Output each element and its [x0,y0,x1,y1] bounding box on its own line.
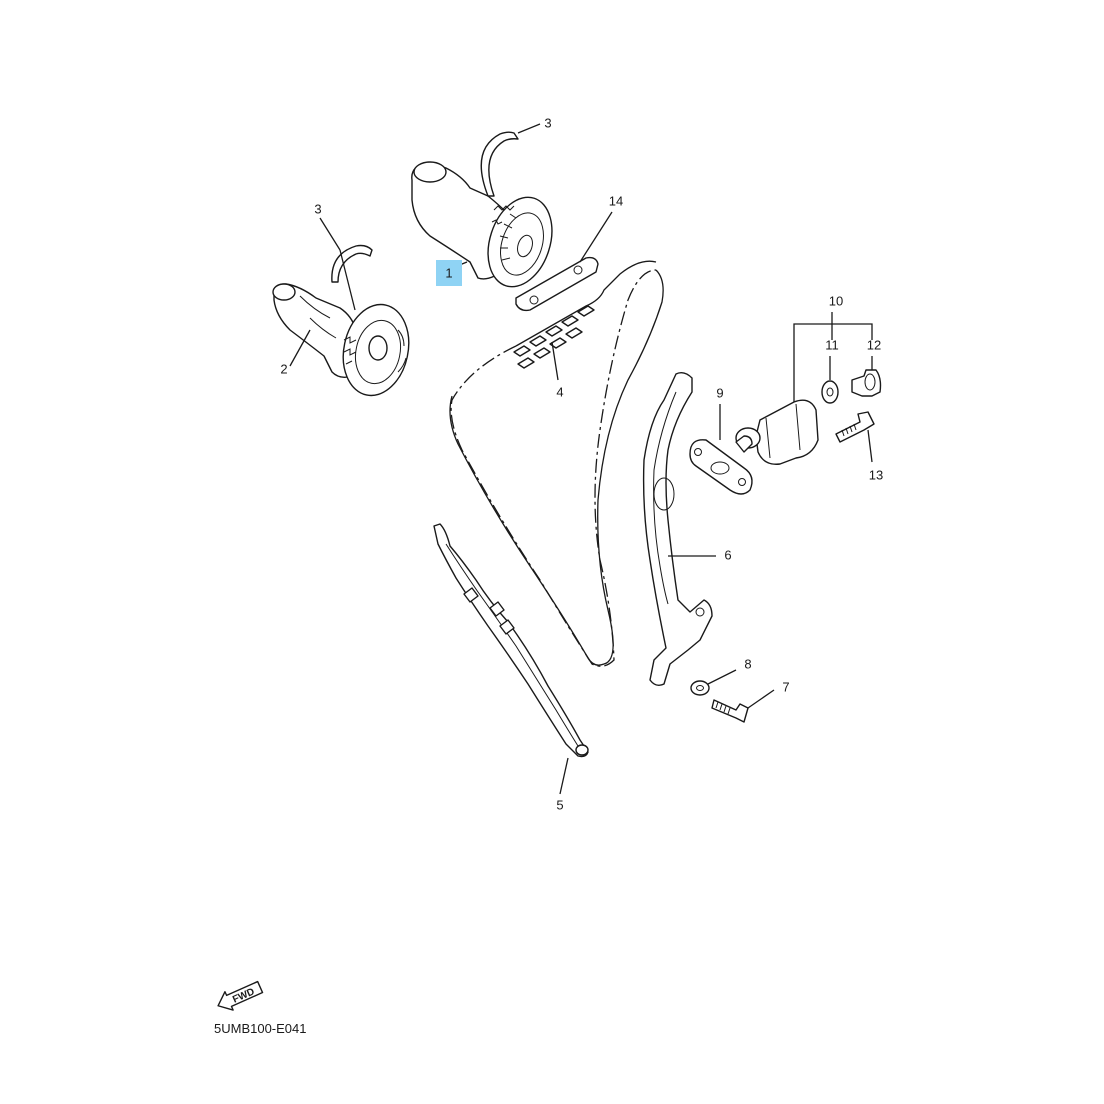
part-label-4[interactable]: 4 [556,384,563,399]
part-label-6[interactable]: 6 [724,547,731,562]
clip-3-upper[interactable] [480,131,519,197]
part-label-3-upper[interactable]: 3 [544,115,551,130]
washer-11[interactable] [821,380,839,404]
fwd-text: FWD [231,986,256,1005]
highlight-marker [436,260,462,286]
camshaft-2[interactable] [272,283,417,402]
clip-3-left[interactable] [331,244,373,283]
tensioner-guide-6[interactable] [642,371,713,687]
washer-8[interactable] [690,680,710,696]
fwd-arrow-icon: FWD [217,980,264,1011]
part-label-8[interactable]: 8 [744,656,751,671]
plug-bolt-12[interactable] [851,369,882,397]
part-label-1[interactable]: 1 [445,265,452,280]
part-label-12[interactable]: 12 [867,337,881,352]
part-label-7[interactable]: 7 [782,679,789,694]
camshaft-1[interactable] [411,161,563,295]
part-label-11[interactable]: 11 [825,337,839,352]
gasket-9[interactable] [689,439,753,495]
part-label-13[interactable]: 13 [869,467,883,482]
part-label-5[interactable]: 5 [556,797,563,812]
chain-guide-14[interactable] [515,256,599,312]
cam-chain-4[interactable] [449,260,664,667]
tensioner-assembly-10[interactable] [735,399,819,465]
part-label-10[interactable]: 10 [829,293,843,308]
bolt-13[interactable] [835,411,875,443]
chain-guide-5[interactable] [433,523,589,758]
part-label-2[interactable]: 2 [280,361,287,376]
part-label-3-left[interactable]: 3 [314,201,321,216]
part-label-9[interactable]: 9 [716,385,723,400]
diagram-code: 5UMB100-E041 [214,1021,307,1036]
part-label-14[interactable]: 14 [609,193,623,208]
bolt-7[interactable] [711,699,749,723]
